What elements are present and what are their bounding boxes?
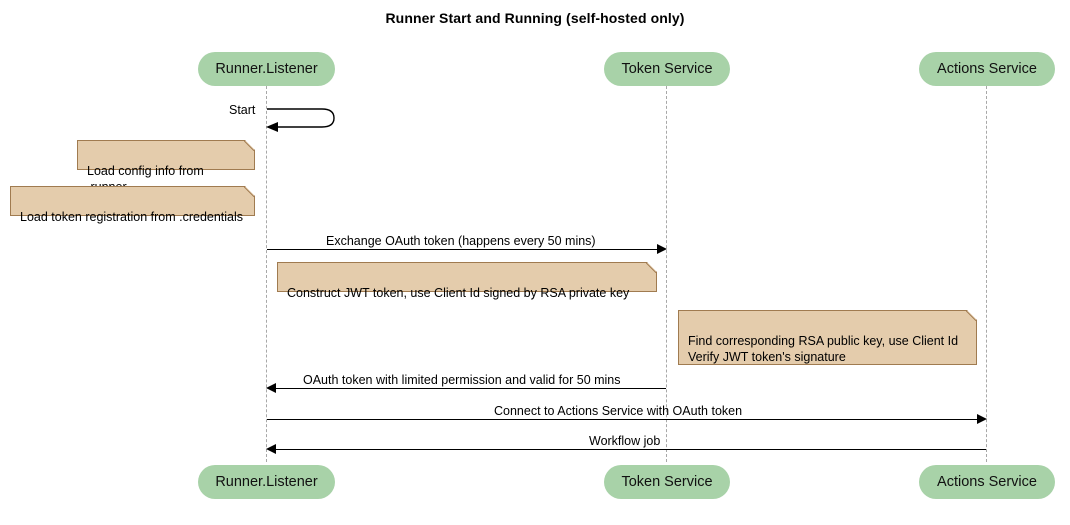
participant-label: Actions Service bbox=[937, 61, 1037, 77]
participant-runner-listener-top[interactable]: Runner.Listener bbox=[198, 52, 335, 86]
note-fold-edge bbox=[244, 140, 255, 151]
diagram-title: Runner Start and Running (self-hosted on… bbox=[385, 10, 685, 26]
self-message-start[interactable] bbox=[262, 101, 344, 135]
note-fold-edge bbox=[244, 186, 255, 197]
message-line-exchange-oauth-token[interactable] bbox=[267, 249, 659, 250]
lifeline-token-service bbox=[666, 86, 667, 462]
participant-label: Token Service bbox=[621, 474, 713, 490]
arrow-head-exchange-oauth-token bbox=[657, 244, 667, 254]
message-line-oauth-token-response[interactable] bbox=[276, 388, 666, 389]
lifeline-runner-listener bbox=[266, 86, 267, 462]
participant-token-service-bottom[interactable]: Token Service bbox=[604, 465, 730, 499]
participant-actions-service-top[interactable]: Actions Service bbox=[919, 52, 1055, 86]
message-label-oauth-token-response: OAuth token with limited permission and … bbox=[303, 373, 621, 387]
participant-label: Runner.Listener bbox=[215, 61, 318, 77]
arrow-head-workflow-job bbox=[266, 444, 276, 454]
participant-label: Actions Service bbox=[937, 474, 1037, 490]
participant-token-service-top[interactable]: Token Service bbox=[604, 52, 730, 86]
message-line-connect-actions-service[interactable] bbox=[267, 419, 979, 420]
note-verify-jwt: Find corresponding RSA public key, use C… bbox=[678, 310, 977, 365]
lifeline-actions-service bbox=[986, 86, 987, 462]
participant-label: Runner.Listener bbox=[215, 474, 318, 490]
note-fold-edge bbox=[646, 262, 657, 273]
participant-runner-listener-bottom[interactable]: Runner.Listener bbox=[198, 465, 335, 499]
participant-label: Token Service bbox=[621, 61, 713, 77]
note-construct-jwt: Construct JWT token, use Client Id signe… bbox=[277, 262, 657, 300]
note-text: Find corresponding RSA public key, use C… bbox=[688, 334, 959, 364]
arrow-head-connect-actions-service bbox=[977, 414, 987, 424]
message-label-start: Start bbox=[229, 103, 256, 117]
message-label-exchange-oauth-token: Exchange OAuth token (happens every 50 m… bbox=[326, 234, 596, 248]
note-fold-edge bbox=[966, 310, 977, 321]
note-text: Construct JWT token, use Client Id signe… bbox=[287, 286, 630, 300]
note-load-config: Load config info from .runner bbox=[77, 140, 255, 194]
note-load-token-registration: Load token registration from .credential… bbox=[10, 186, 255, 224]
note-text: Load token registration from .credential… bbox=[20, 210, 244, 224]
message-label-connect-actions-service: Connect to Actions Service with OAuth to… bbox=[494, 404, 743, 418]
message-label-workflow-job: Workflow job bbox=[589, 434, 661, 448]
arrow-head-oauth-token-response bbox=[266, 383, 276, 393]
participant-actions-service-bottom[interactable]: Actions Service bbox=[919, 465, 1055, 499]
message-line-workflow-job[interactable] bbox=[276, 449, 986, 450]
